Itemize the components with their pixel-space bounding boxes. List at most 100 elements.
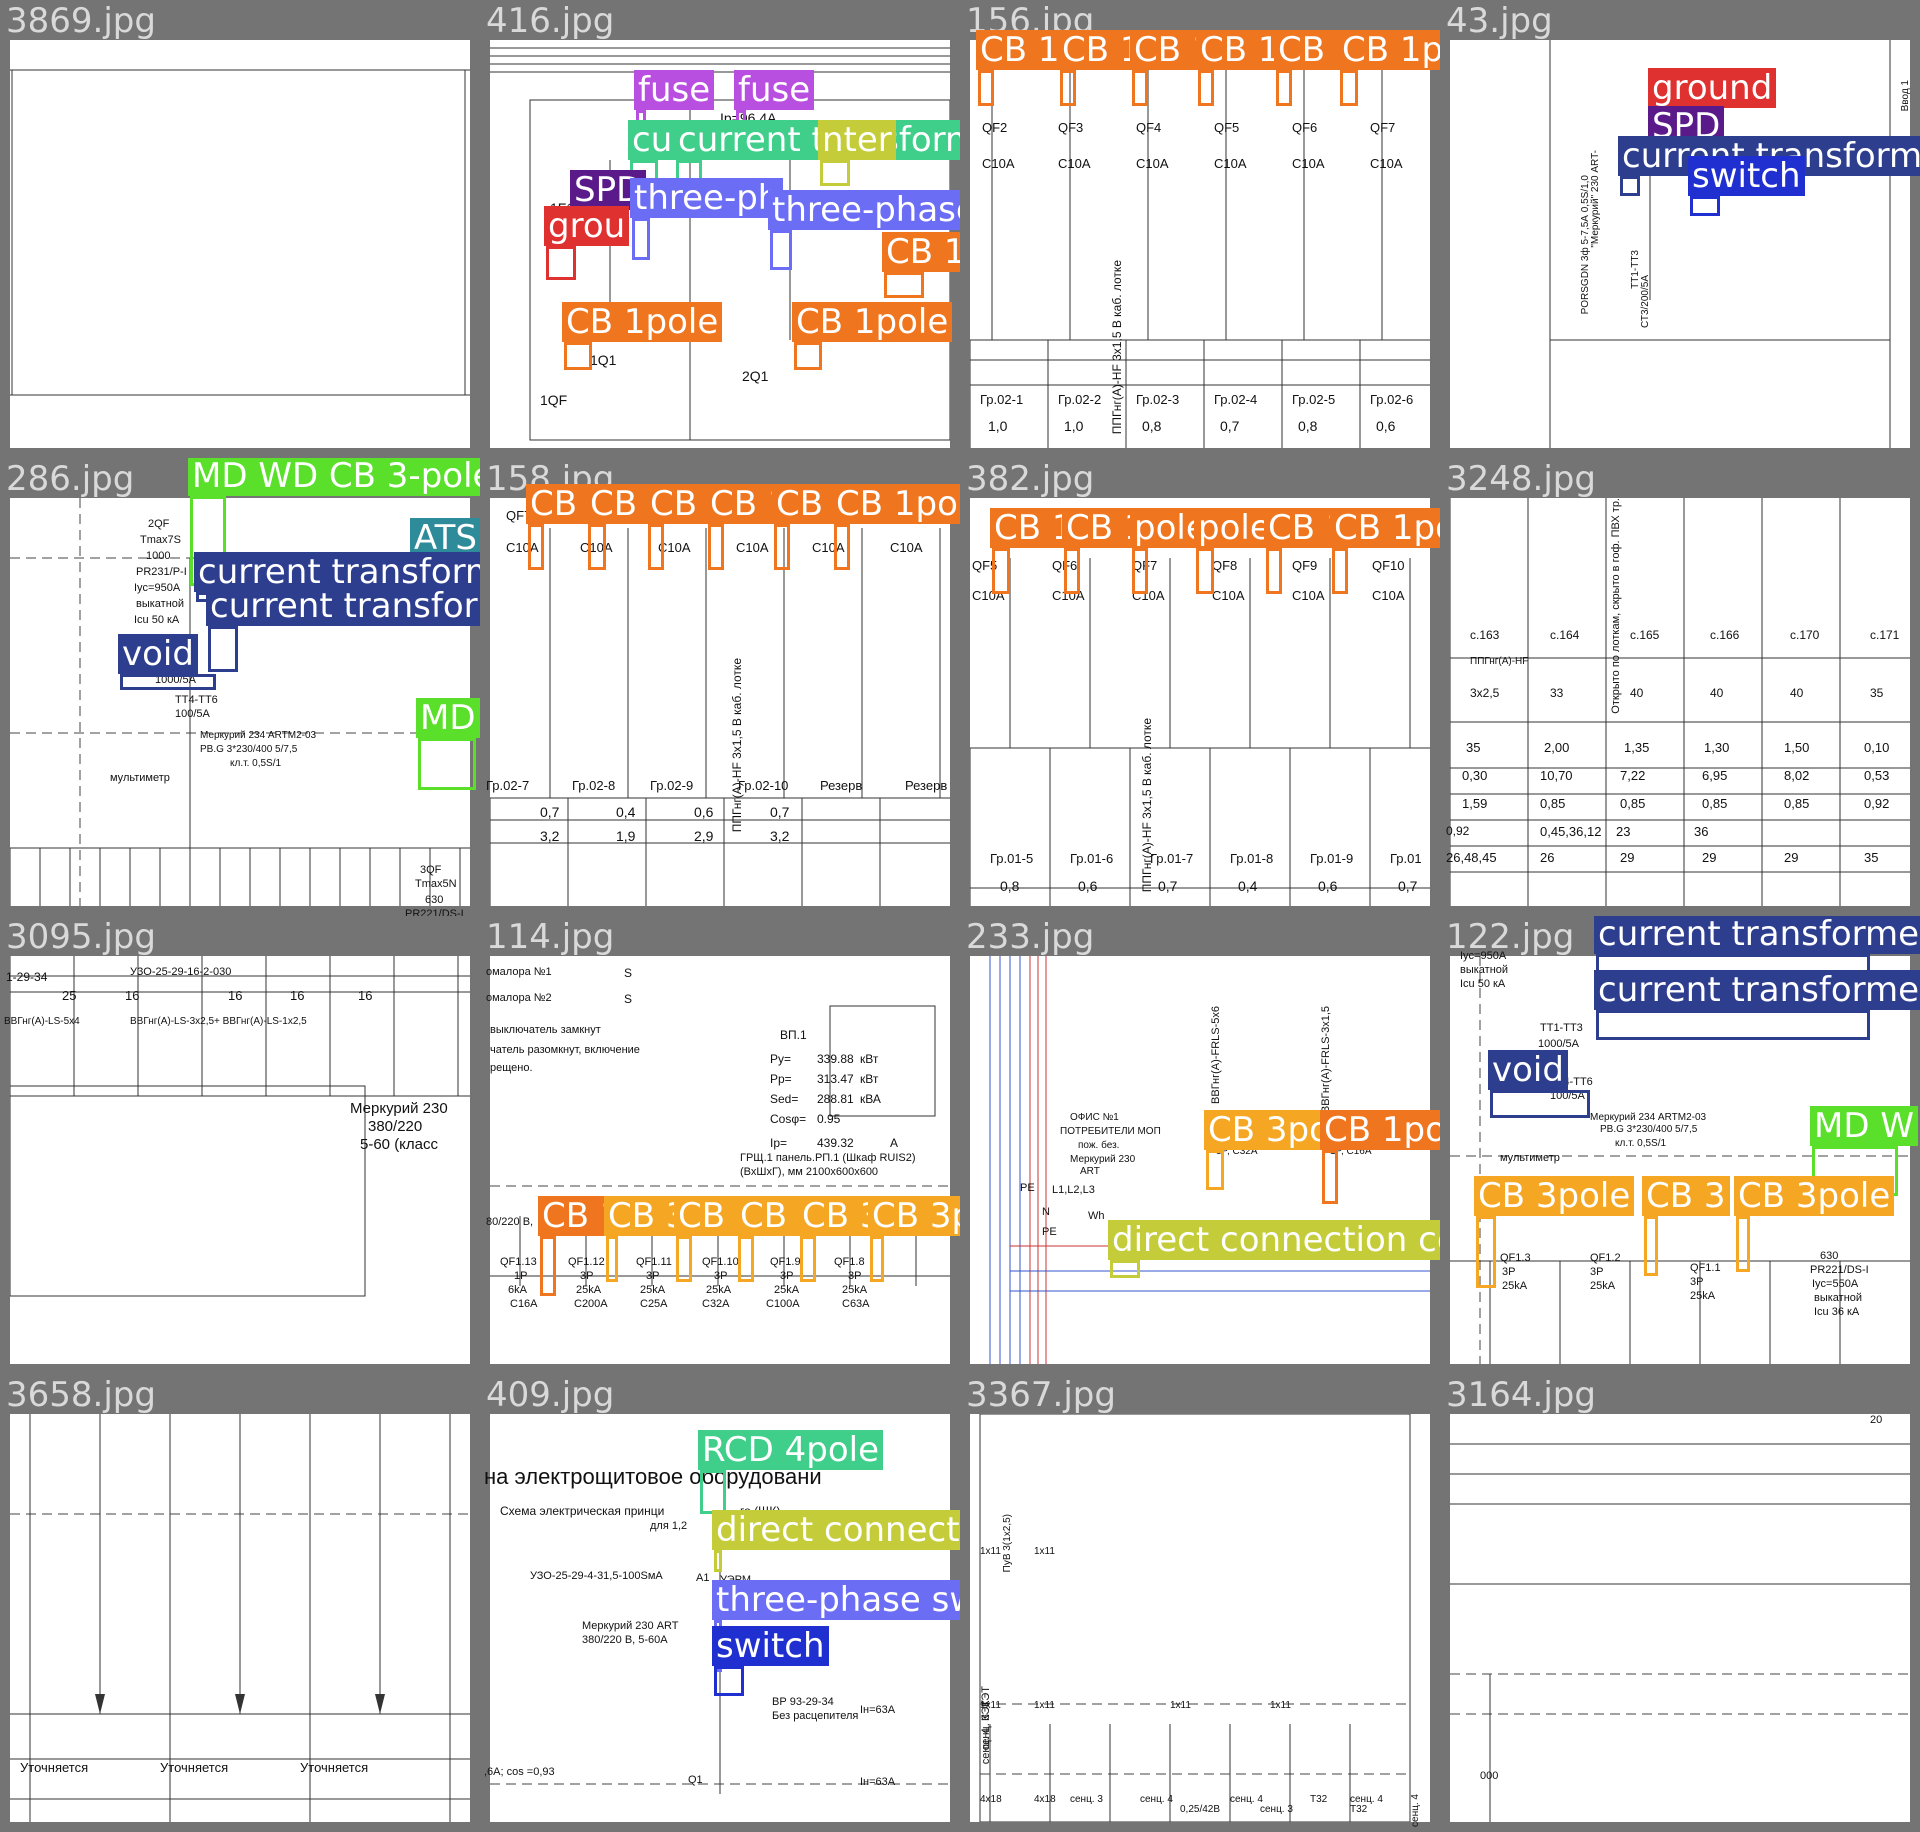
schematic-text: 1x11 [1034, 1546, 1055, 1557]
schematic-text: 40 [1710, 686, 1724, 700]
schematic-text: 1x11 [980, 1700, 1001, 1711]
schematic-text: ПуВ 3(1x2,5) [1002, 1514, 1013, 1573]
schematic-text: Iн=63А [860, 1776, 896, 1788]
schematic-text: ВП.1 [780, 1028, 807, 1042]
schematic-text: Iн=63А [860, 1704, 896, 1716]
schematic-text: Icu 50 кА [134, 614, 180, 626]
schematic-text: с.171 [1870, 628, 1900, 642]
schematic-text: выкатной [136, 598, 185, 610]
image-tile: 43.jpg"Меркурий" 230 ART-PORSGDN 3ф 5-7,… [1440, 0, 1920, 458]
schematic-text: Tmax7S [140, 534, 181, 546]
schematic-text: ВВГнг(А)-FRLS-3х1,5 [1320, 1006, 1332, 1114]
schematic-text: 2,00 [1544, 740, 1570, 755]
schematic-text: 25kA [774, 1284, 800, 1296]
schematic-text: 4x18 [1034, 1794, 1056, 1805]
schematic-text: C32A [702, 1298, 730, 1310]
schematic-text: ПуВ3- 3(1x35) [710, 132, 801, 148]
schematic-text: 25kA [1690, 1290, 1716, 1302]
file-name-label: 3869.jpg [6, 1, 156, 41]
schematic-text: C63A [842, 1298, 870, 1310]
schematic-text: 2F1...2F3 [760, 200, 820, 216]
schematic-text: 0,4 [1238, 878, 1258, 894]
schematic-text: омалора №1 [486, 966, 552, 978]
schematic-text: Гр.02-6 [1370, 392, 1414, 407]
schematic-text: C10A [506, 540, 539, 555]
schematic-text: QF5 [1214, 120, 1240, 135]
schematic-text: C25A [640, 1298, 668, 1310]
schematic-text: Гр.02-7 [486, 778, 530, 793]
schematic-text: ВВГнг(А)-LS-5х4 [4, 1016, 80, 1027]
schematic-text: 0,30 [1462, 768, 1488, 783]
schematic-text: QF1.2 [1590, 1252, 1621, 1264]
schematic-text: C10A [1292, 588, 1325, 603]
schematic-text: QF8 [1212, 558, 1238, 573]
file-name-label: 286.jpg [6, 459, 135, 499]
schematic-text: ART [1080, 1166, 1100, 1177]
schematic-image [10, 40, 470, 448]
schematic-text: C10A [1058, 156, 1091, 171]
schematic-text: Меркурий 230 [350, 1100, 448, 1117]
schematic-text: PR221/DS-I [1810, 1264, 1869, 1276]
schematic-text: 3,2 [770, 828, 790, 844]
schematic-text: 1x11 [1270, 1700, 1291, 1711]
schematic-text: 0,85 [1620, 796, 1646, 811]
schematic-text: 29 [1784, 850, 1799, 865]
schematic-image [970, 40, 1430, 448]
schematic-text: кл.т. 0,5S/1 [230, 758, 282, 769]
schematic-text: с.170 [1790, 628, 1820, 642]
schematic-text: A1 [696, 1572, 710, 1584]
schematic-text: 3x2,5 [1470, 686, 1500, 700]
schematic-text: го (ЩК), [740, 1504, 784, 1518]
schematic-text: ПОТРЕБИТЕЛИ МОП [1060, 1126, 1161, 1137]
file-name-label: 409.jpg [486, 1375, 615, 1415]
file-name-label: 3164.jpg [1446, 1375, 1596, 1415]
schematic-text: УЗО-25-29-16-2-030 [130, 966, 232, 978]
schematic-text: 16 [228, 988, 243, 1003]
schematic-text: Меркурий 234 ARTM2-03 [1590, 1112, 1707, 1123]
schematic-text: 3P [848, 1270, 862, 1282]
schematic-text: сенц. 3 [1260, 1804, 1293, 1815]
schematic-text: 0,7 [1398, 878, 1418, 894]
schematic-text: Iуc=550A [1812, 1278, 1859, 1290]
schematic-text: C10A [1132, 588, 1165, 603]
schematic-text: C10A [1214, 156, 1247, 171]
file-name-label: 233.jpg [966, 917, 1095, 957]
schematic-text: Ввод 1 [1900, 80, 1911, 112]
schematic-text: Iуc=950A [1460, 950, 1507, 962]
file-name-label: 3095.jpg [6, 917, 156, 957]
schematic-text: 1F1...1F3 [550, 200, 610, 216]
schematic-text: PB.G 3*230/400 5/7,5 [1600, 1124, 1698, 1135]
schematic-text: Меркурий 230 ART [582, 1620, 679, 1632]
schematic-text: 1,30 [1704, 740, 1730, 755]
schematic-text: ППГнг(А)-HF 3x1,5 В каб. лотке [1110, 260, 1124, 435]
image-tile: 3869.jpg [0, 0, 480, 458]
schematic-text: QF5 [972, 558, 998, 573]
schematic-text: с.164 [1550, 628, 1580, 642]
schematic-text: 0,6 [1318, 878, 1338, 894]
schematic-text: Гр.02-3 [1136, 392, 1180, 407]
schematic-text: АВР [430, 546, 453, 558]
schematic-text: 35 [1864, 850, 1879, 865]
schematic-text: Гр.02-9 [650, 778, 694, 793]
schematic-text: 0,8 [1000, 878, 1020, 894]
schematic-text: ППГнг(А)-HF 3x1,5 В каб. лотке [730, 658, 744, 833]
schematic-text: 0,7 [1158, 878, 1178, 894]
schematic-text: Ру= [770, 1052, 792, 1066]
schematic-text: 6,95 [1702, 768, 1728, 783]
schematic-text: 80/220 В, [486, 1216, 534, 1228]
file-name-label: 158.jpg [486, 459, 615, 499]
schematic-text: 0,7 [770, 804, 790, 820]
schematic-text: сенц. 4 [980, 1728, 992, 1765]
schematic-text: Уточняется [300, 1760, 369, 1775]
schematic-text: выкатной [1460, 964, 1509, 976]
schematic-text: сенц. 4 [1230, 1794, 1263, 1805]
schematic-text: сенц. 3 [1070, 1794, 1103, 1805]
schematic-text: 1,0 [1064, 418, 1084, 434]
schematic-text: QF7 [1132, 558, 1158, 573]
schematic-text: C10A [812, 540, 845, 555]
schematic-text: 0,92 [1446, 824, 1470, 838]
schematic-text: 36 [1694, 824, 1709, 839]
